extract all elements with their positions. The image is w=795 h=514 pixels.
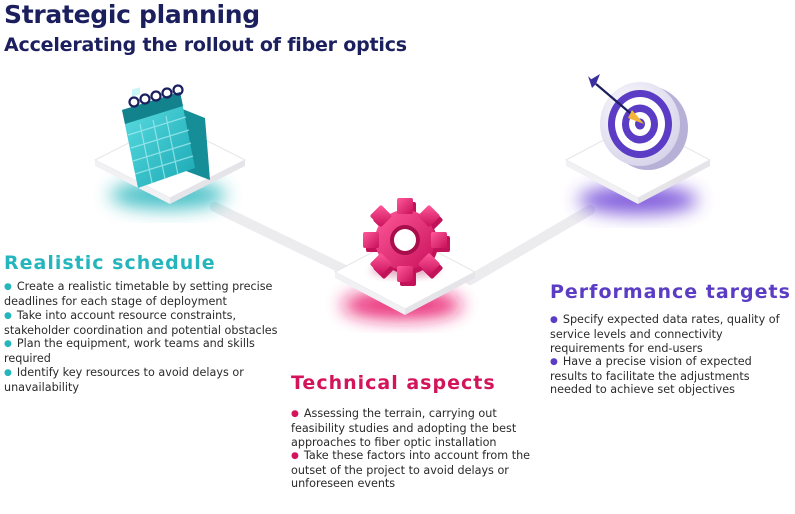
bullet-dot-icon: ● [291,409,299,419]
arrow-icon [588,74,644,124]
bullet-dot-icon: ● [291,450,299,461]
bullet-dot-icon: ● [4,367,12,378]
bullet-dot-icon: ● [550,315,558,325]
bullet-dot-icon: ● [4,339,12,350]
list-item: ●Assessing the terrain, carrying out fea… [291,407,517,449]
list-item: ●Specify expected data rates, quality of… [550,313,780,355]
page-title: Strategic planning [4,0,260,29]
performance-heading: Performance targets [550,281,791,303]
bullet-dot-icon: ● [4,282,12,292]
list-item: ●Create a realistic timetable by setting… [4,280,273,309]
list-item: ●Take these factors into account from th… [291,448,531,491]
bullet-dot-icon: ● [4,310,12,321]
performance-bullet-list: ●Specify expected data rates, quality of… [550,313,790,397]
gear-icon [363,198,450,286]
list-item: ●Have a precise vision of expected resul… [550,354,752,397]
connector-lines [210,202,595,285]
schedule-heading: Realistic schedule [4,252,216,274]
schedule-bullet-list: ●Create a realistic timetable by setting… [4,280,284,394]
list-item: ●Take into account resource constraints,… [4,308,278,337]
calendar-icon [122,84,210,188]
calendar-platform [93,84,247,209]
technical-heading: Technical aspects [291,372,496,394]
list-item: ●Plan the equipment, work teams and skil… [4,337,255,366]
list-item: ●Identify key resources to avoid delays … [4,365,244,395]
bullet-dot-icon: ● [550,356,558,367]
technical-bullet-list: ●Assessing the terrain, carrying out fea… [291,407,546,491]
target-platform [564,74,712,214]
page-subtitle: Accelerating the rollout of fiber optics [4,34,407,56]
gear-platform [333,198,477,319]
target-icon [588,74,688,170]
